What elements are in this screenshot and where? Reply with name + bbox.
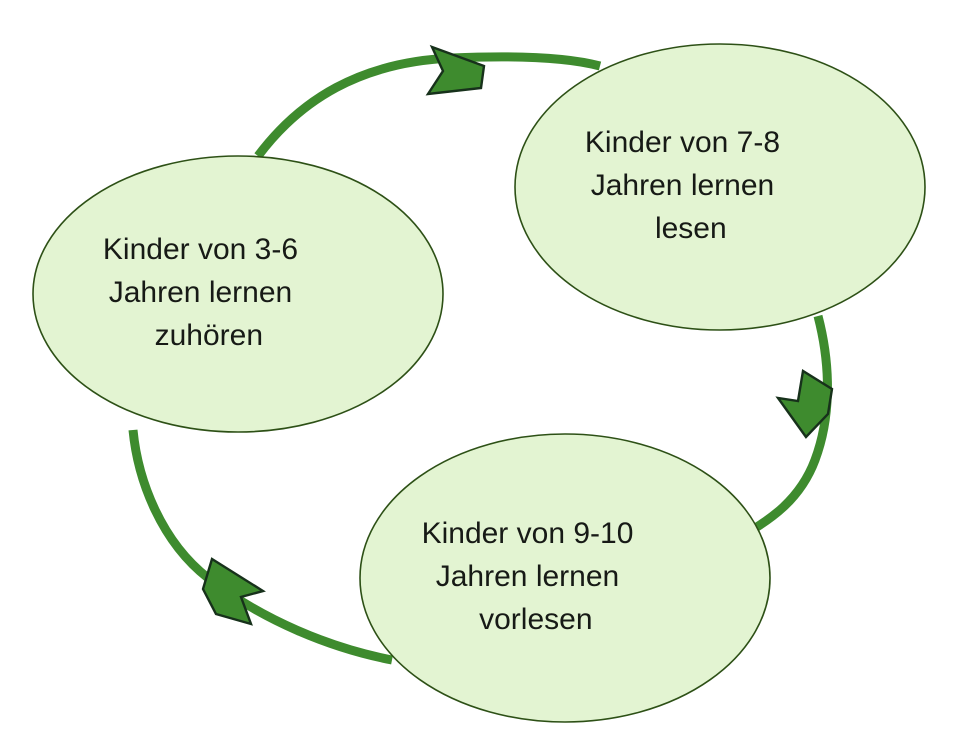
arrow-icon-right-shape[interactable]	[775, 369, 834, 439]
arrow-icon-bottom-left[interactable]	[201, 557, 266, 626]
arrowheads-layer	[201, 44, 834, 626]
node-7-8-ellipse[interactable]	[514, 43, 926, 331]
arrow-7-8-to-9-10-arc[interactable]	[739, 314, 832, 540]
node-9-10[interactable]: Kinder von 9-10 Jahren lernen vorlesen	[359, 433, 771, 723]
node-9-10-label: Kinder von 9-10 Jahren lernen vorlesen	[422, 517, 709, 636]
node-9-10-ellipse[interactable]	[359, 433, 771, 723]
arrow-icon-top[interactable]	[425, 44, 486, 96]
node-3-6[interactable]: Kinder von 3-6 Jahren lernen zuhören	[32, 155, 444, 433]
node-7-8-label: Kinder von 7-8 Jahren lernen lesen	[585, 126, 855, 245]
node-3-6-ellipse[interactable]	[32, 155, 444, 433]
node-7-8[interactable]: Kinder von 7-8 Jahren lernen lesen	[514, 43, 926, 331]
node-3-6-label: Kinder von 3-6 Jahren lernen zuhören	[103, 233, 373, 352]
arrow-9-10-to-3-6-arc[interactable]	[128, 429, 393, 665]
